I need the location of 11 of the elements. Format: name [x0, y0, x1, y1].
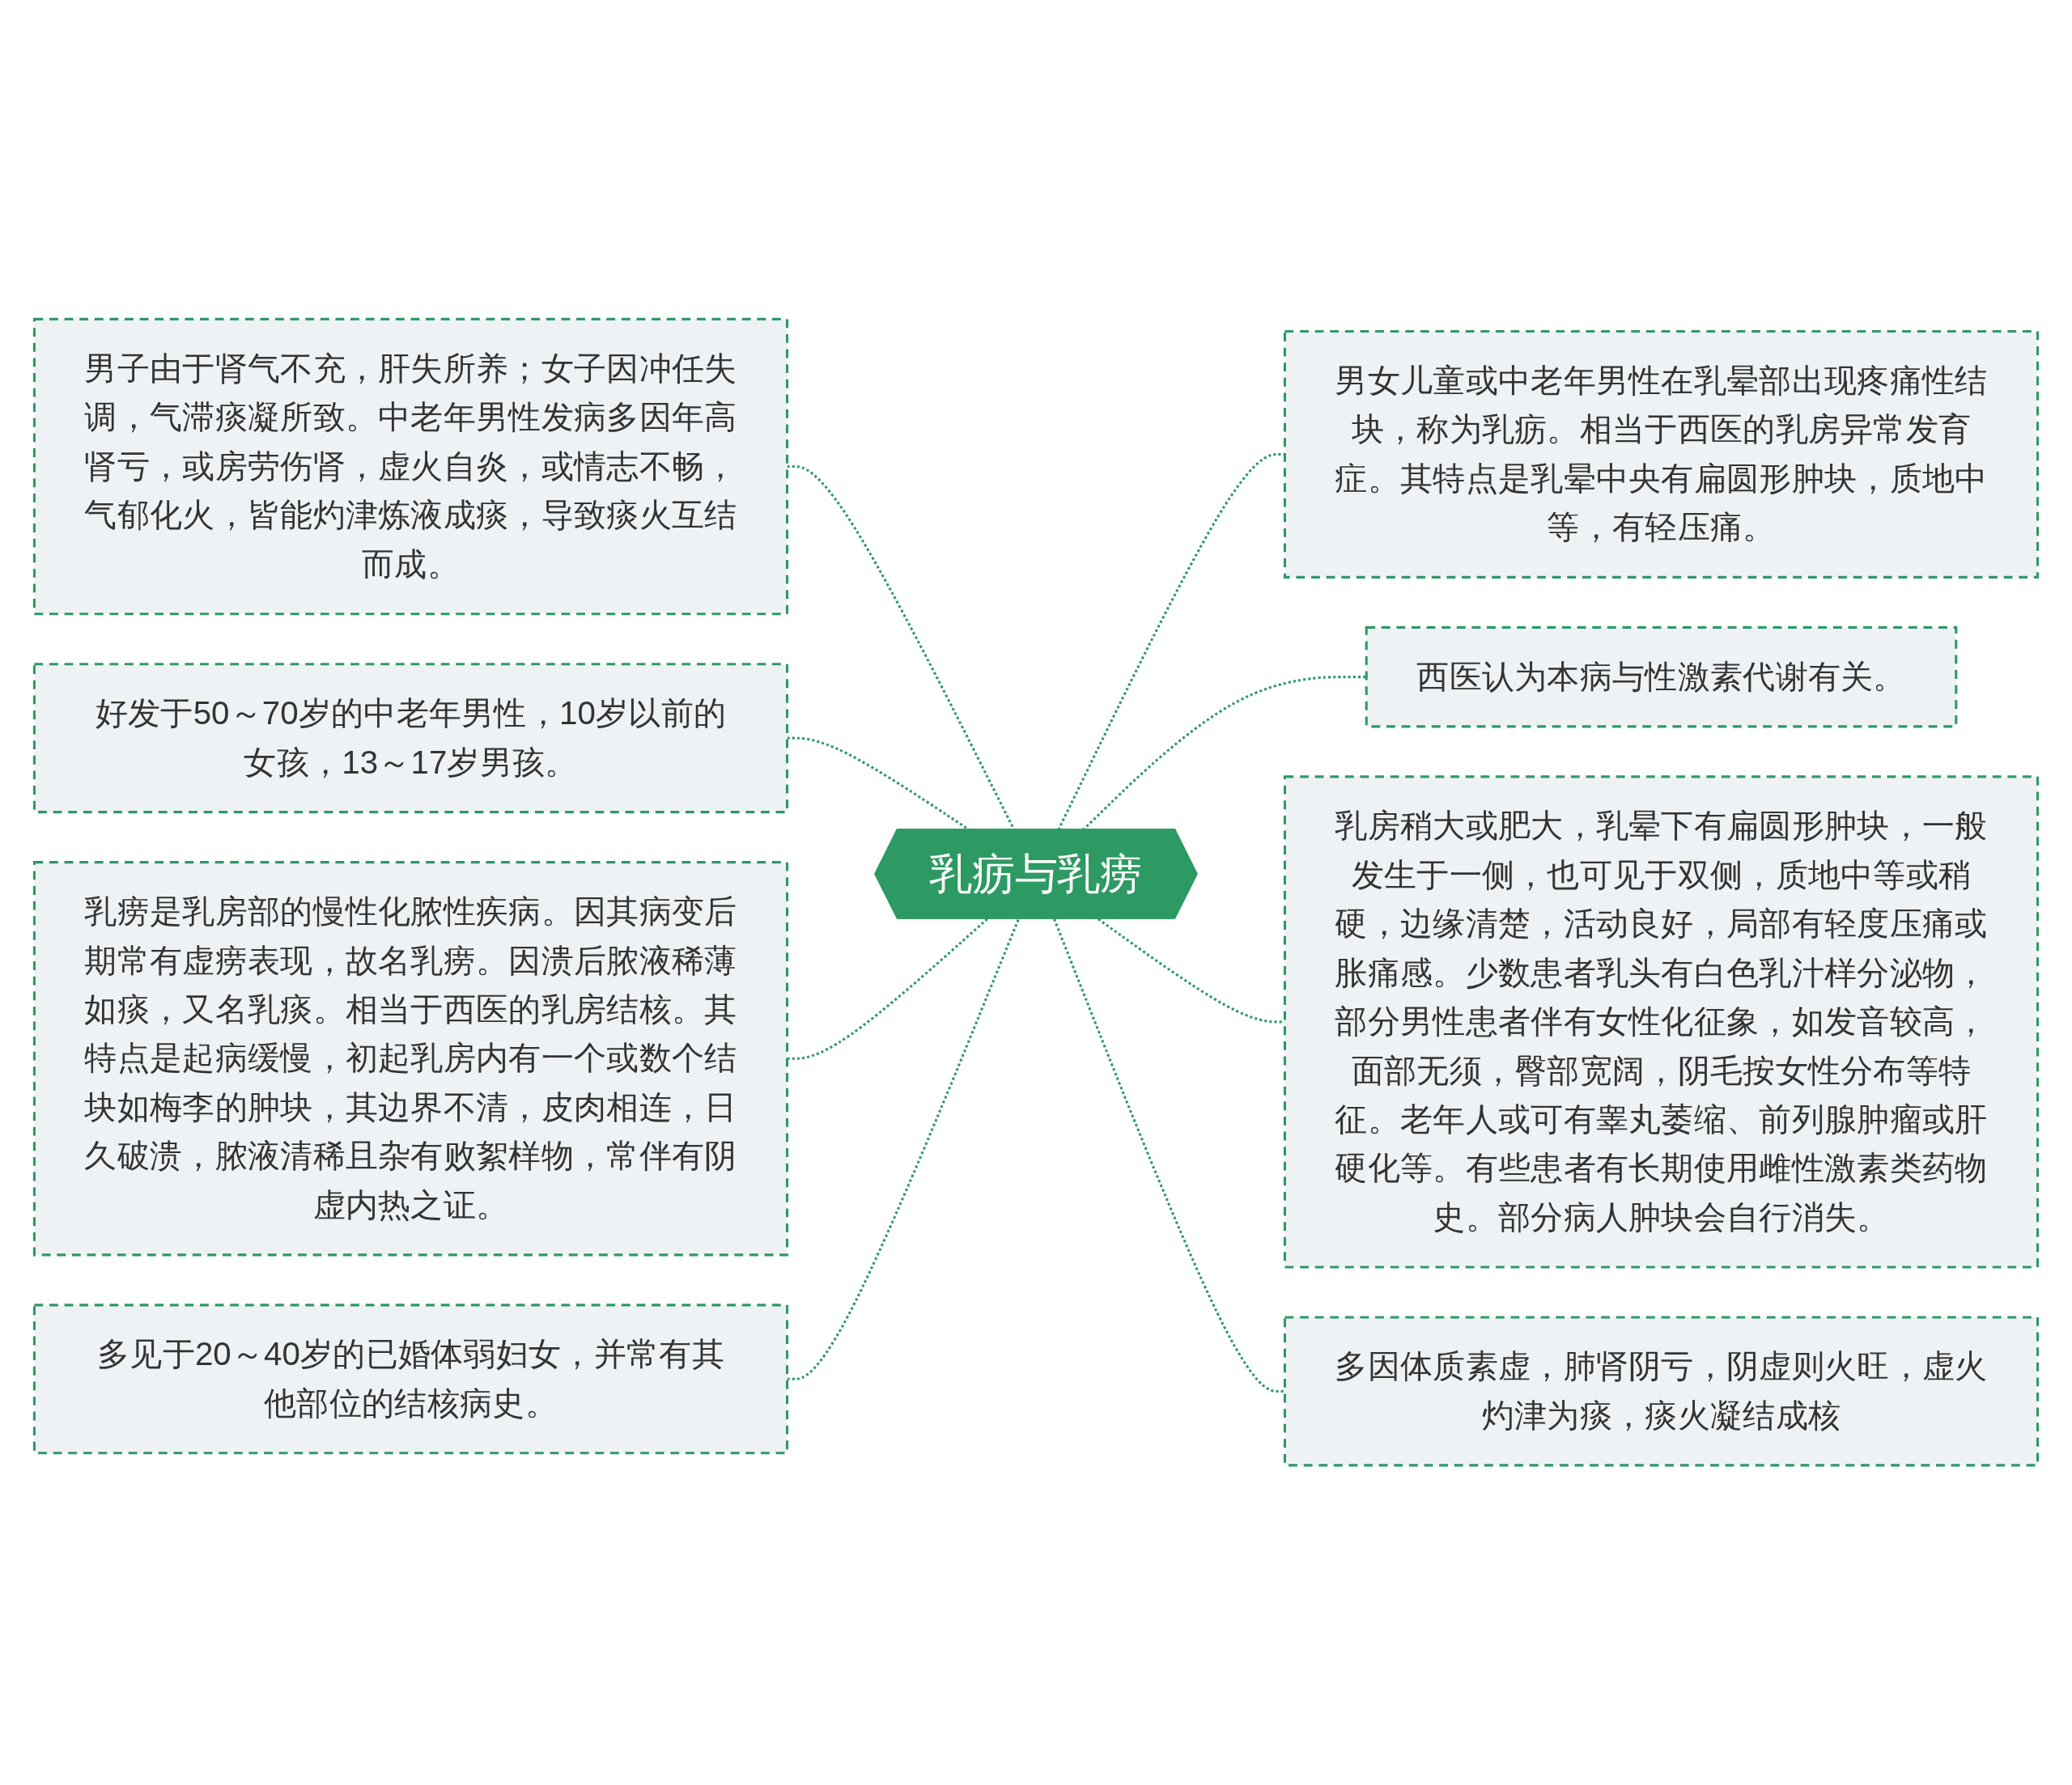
connector: [787, 918, 988, 1061]
node-box: 乳痨是乳房部的慢性化脓性疾病。因其病变后期常有虚痨表现，故名乳痨。因溃后脓液稀薄如痰，又名乳痰。相当于西医的乳房结核。其特点是起病缓慢，初起乳房内有一个或数个结块如梅李的肿块，其边界不清，皮肉相连，日久破溃，脓液清稀且杂有败絮样物，常伴有阴虚内热之证。: [32, 861, 789, 1257]
node-box: 多因体质素虚，肺肾阴亏，阴虚则火旺，虚火灼津为痰，痰火凝结成核: [1283, 1316, 2040, 1467]
node-box: 西医认为本病与性激素代谢有关。: [1365, 626, 1958, 728]
node-box: 男女儿童或中老年男性在乳晕部出现疼痛性结块，称为乳疬。相当于西医的乳房异常发育症。其特点是乳晕中央有扁圆形肿块，质地中等，有轻压痛。: [1283, 330, 2040, 579]
connector: [787, 918, 1020, 1381]
node-box: 乳房稍大或肥大，乳晕下有扁圆形肿块，一般发生于一侧，也可见于双侧，质地中等或稍硬，边缘清楚，活动良好，局部有轻度压痛或胀痛感。少数患者乳头有白色乳汁样分泌物，部分男性患者伴有女性化征象，如发音较高，面部无须，臀部宽阔，阴毛按女性分布等特征。老年人或可有睾丸萎缩、前列腺肿瘤或肝硬化等。有些患者有长期使用雌性激素类药物史。部分病人肿块会自行消失。: [1283, 775, 2040, 1269]
connector: [787, 465, 1016, 831]
node-box: 男子由于肾气不充，肝失所养；女子因冲任失调，气滞痰凝所致。中老年男性发病多因年高肾亏，或房劳伤肾，虚火自炎，或情志不畅，气郁化火，皆能灼津炼液成痰，导致痰火互结而成。: [32, 318, 789, 616]
node-box: 多见于20～40岁的已婚体弱妇女，并常有其他部位的结核病史。: [32, 1304, 789, 1455]
node-box: 好发于50～70岁的中老年男性，10岁以前的女孩，13～17岁男孩。: [32, 663, 789, 814]
